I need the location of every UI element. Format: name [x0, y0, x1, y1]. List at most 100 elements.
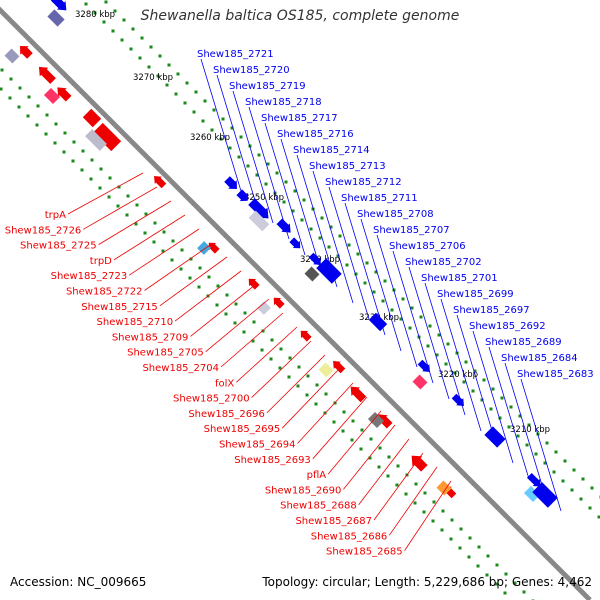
- forward-gene: [451, 393, 464, 406]
- scale-tick: [270, 338, 274, 342]
- scale-tick: [287, 375, 291, 379]
- scale-tick: [183, 101, 187, 105]
- scale-tick: [522, 590, 526, 594]
- scale-tick: [54, 122, 58, 126]
- scale-tick: [84, 2, 88, 6]
- ruler-label: 3250 kbp: [244, 193, 284, 203]
- scale-tick: [17, 105, 21, 109]
- scale-tick: [378, 446, 382, 450]
- scale-tick: [579, 497, 583, 501]
- scale-tick: [131, 27, 135, 31]
- scale-tick: [581, 477, 585, 481]
- scale-tick: [203, 99, 207, 103]
- reverse-gene: [273, 297, 285, 309]
- blue-gene-label: Shew185_2714: [293, 145, 370, 156]
- scale-tick: [390, 308, 394, 312]
- scale-tick: [395, 483, 399, 487]
- red-label-leader: [236, 326, 298, 383]
- scale-tick: [305, 393, 309, 397]
- red-label-leader: [205, 298, 270, 353]
- scale-tick: [144, 212, 148, 216]
- scale-tick: [354, 272, 358, 276]
- forward-gene-body: [248, 198, 269, 219]
- scale-tick: [63, 131, 67, 135]
- blue-label-leader: [376, 234, 418, 368]
- blue-gene-label: Shew185_2718: [245, 97, 322, 108]
- scale-tick: [8, 96, 12, 100]
- forward-gene-body: [276, 218, 291, 233]
- scale-tick: [197, 285, 201, 289]
- red-gene-label: Shew185_2715: [81, 302, 158, 313]
- scale-tick: [162, 230, 166, 234]
- scale-tick: [545, 441, 549, 445]
- reverse-gene-body: [273, 297, 285, 309]
- scale-tick: [590, 486, 594, 490]
- scale-tick: [158, 54, 162, 58]
- blue-gene-label: Shew185_2697: [453, 305, 530, 316]
- scale-tick: [414, 482, 418, 486]
- red-label-leader: [404, 480, 452, 551]
- scale-tick: [224, 312, 228, 316]
- forward-gene: [526, 472, 541, 487]
- scale-tick: [147, 65, 151, 69]
- scale-tick: [143, 231, 147, 235]
- reverse-gene: [154, 176, 167, 189]
- forward-gene-box: [47, 9, 65, 27]
- scale-tick: [449, 537, 453, 541]
- forward-gene-box: [248, 210, 270, 232]
- reverse-gene-body: [248, 278, 260, 290]
- ruler-label: 3270 kbp: [133, 73, 173, 83]
- scale-tick: [72, 140, 76, 144]
- scale-tick: [356, 252, 360, 256]
- scale-tick: [282, 200, 286, 204]
- scale-tick: [563, 459, 567, 463]
- ruler-label: 3280 kbp: [75, 10, 115, 20]
- scale-tick: [494, 582, 498, 586]
- scale-tick: [419, 315, 423, 319]
- blue-gene-label: Shew185_2683: [517, 369, 594, 380]
- scale-tick: [374, 270, 378, 274]
- scale-tick: [324, 392, 328, 396]
- red-label-leader: [373, 452, 424, 521]
- scale-tick: [180, 248, 184, 252]
- scale-tick: [261, 329, 265, 333]
- scale-tick: [404, 492, 408, 496]
- reverse-gene-box-body: [367, 411, 385, 429]
- red-gene-label: Shew185_2687: [295, 516, 372, 527]
- blue-label-leader: [328, 186, 370, 320]
- forward-gene-box: [412, 374, 428, 390]
- scale-tick: [171, 239, 175, 243]
- scale-tick: [104, 0, 108, 4]
- scale-tick: [297, 365, 301, 369]
- red-label-leader: [266, 354, 326, 414]
- scale-tick: [489, 407, 493, 411]
- scale-tick: [108, 176, 112, 180]
- red-gene-label: Shew185_2722: [66, 287, 143, 298]
- scale-tick: [129, 47, 133, 51]
- reverse-gene-body: [208, 242, 220, 254]
- scale-tick: [341, 429, 345, 433]
- scale-tick: [107, 195, 111, 199]
- scale-tick: [194, 90, 198, 94]
- scale-tick: [327, 245, 331, 249]
- scale-tick: [527, 423, 531, 427]
- red-gene-label: Shew185_2694: [219, 440, 296, 451]
- scale-tick: [377, 465, 381, 469]
- scale-tick: [27, 95, 31, 99]
- forward-gene-body: [50, 0, 67, 11]
- scale-tick: [243, 311, 247, 315]
- scale-tick: [408, 326, 412, 330]
- red-gene-label: Shew185_2700: [173, 394, 250, 405]
- scale-tick: [450, 518, 454, 522]
- red-label-leader: [358, 438, 410, 505]
- scale-tick: [480, 398, 484, 402]
- scale-tick: [284, 180, 288, 184]
- scale-tick: [288, 356, 292, 360]
- forward-gene-body: [526, 472, 541, 487]
- scale-tick: [36, 104, 40, 108]
- scale-tick: [264, 182, 268, 186]
- red-gene-label: Shew185_2690: [265, 485, 342, 496]
- scale-tick: [228, 146, 232, 150]
- scale-tick: [386, 474, 390, 478]
- scale-tick: [513, 581, 517, 585]
